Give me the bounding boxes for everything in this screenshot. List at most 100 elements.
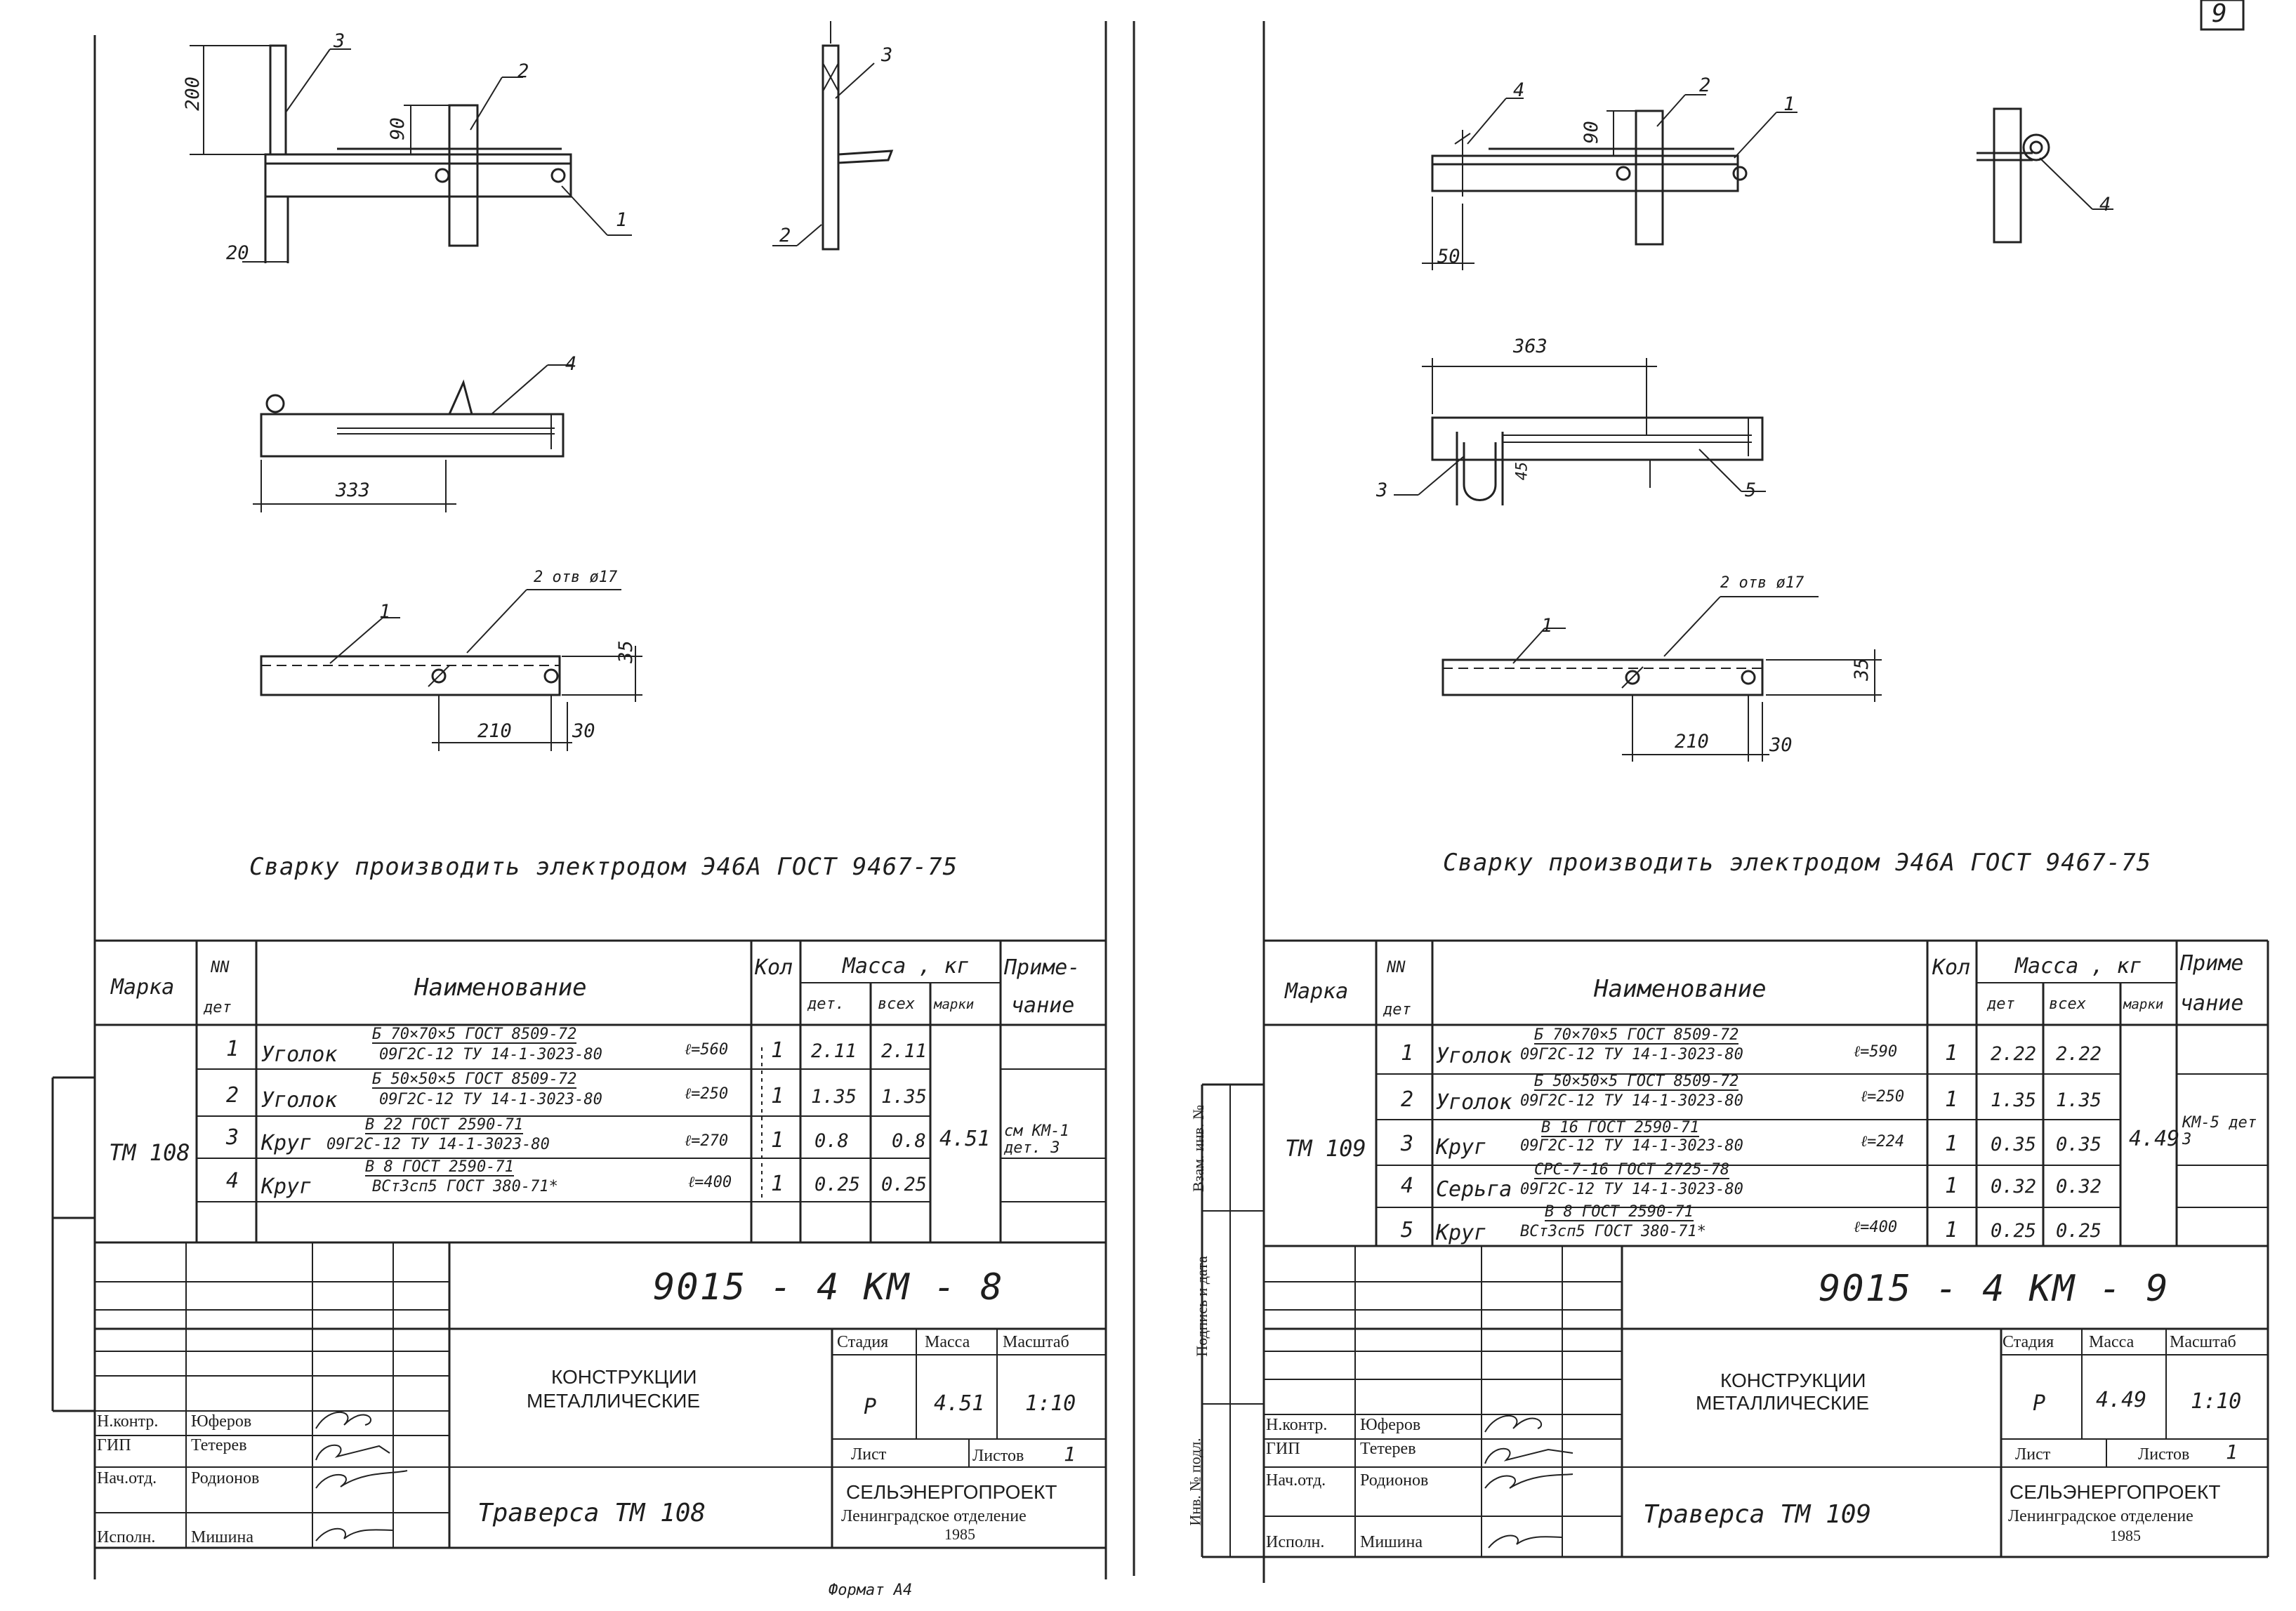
- sheet-right: [1201, 0, 2269, 1583]
- person-name: Юферов: [1360, 1416, 1421, 1434]
- row-len: ℓ=250: [685, 1085, 729, 1103]
- row-type: Уголок: [1436, 1090, 1512, 1115]
- role: Исполн.: [97, 1528, 156, 1546]
- angle-body: [260, 413, 565, 458]
- label-4-side: 4: [2099, 194, 2111, 216]
- col-note-a: Приме: [2180, 951, 2244, 976]
- row-top: В 16 ГОСТ 2590-71: [1541, 1119, 1700, 1137]
- col-name: Наименование: [1594, 975, 1767, 1003]
- title-block-left: [95, 1241, 1106, 1549]
- stage-header: Стадия: [2003, 1333, 2054, 1351]
- person-name: Родионов: [191, 1469, 260, 1487]
- row-type: Круг: [1436, 1135, 1487, 1160]
- dim-35: 35: [614, 640, 637, 663]
- row-mall: 0.35: [2056, 1134, 2102, 1155]
- row-kol: 1: [771, 1084, 784, 1108]
- row-kol: 1: [1945, 1041, 1958, 1066]
- col-mass: Масса , кг: [2015, 954, 2142, 979]
- row-bottom: 09Г2С-12 ТУ 14-1-3023-80: [379, 1091, 602, 1108]
- dim-35: 35: [1850, 658, 1873, 681]
- label-5: 5: [1745, 479, 1757, 501]
- col-nn: NN: [1387, 959, 1406, 976]
- row-type: Уголок: [1436, 1044, 1512, 1068]
- row-mdet: 0.32: [1991, 1176, 2037, 1198]
- col-nn: NN: [211, 959, 230, 976]
- row-len: ℓ=250: [1861, 1088, 1905, 1106]
- doc-title-b: МЕТАЛЛИЧЕСКИЕ: [527, 1390, 701, 1412]
- sheet-header: Лист: [2015, 1445, 2051, 1464]
- view-side-2: [1977, 107, 2113, 244]
- rod-side: [822, 44, 840, 251]
- row-nn: 5: [1401, 1218, 1414, 1242]
- doc-code: 9015 - 4 КМ - 9: [1819, 1268, 2170, 1310]
- row-top: СРС-7-16 ГОСТ 2725-78: [1534, 1161, 1730, 1179]
- person-name: Мишина: [191, 1528, 254, 1546]
- page-number-box: [2200, 0, 2245, 31]
- cell-mass-marki: 4.49: [2129, 1127, 2180, 1151]
- col-mass-marki: марки: [934, 997, 975, 1012]
- holes-note: 2 отв ø17: [534, 569, 618, 586]
- sheet-left: [51, 21, 1135, 1579]
- row-mdet: 1.35: [811, 1086, 857, 1108]
- col-note-a: Приме-: [1004, 955, 1081, 980]
- rod-part-3: [269, 44, 287, 156]
- label-3-side: 3: [881, 44, 893, 66]
- drawing-name: Траверса ТМ 109: [1643, 1500, 1872, 1529]
- label-2-side: 2: [779, 225, 791, 246]
- row-mdet: 0.8: [814, 1130, 849, 1152]
- row-nn: 2: [1401, 1087, 1414, 1112]
- doc-title-a: КОНСТРУКЦИИ: [551, 1366, 697, 1388]
- col-mass-det: дет: [1987, 995, 2015, 1013]
- person-name: Юферов: [191, 1412, 252, 1431]
- mass-header: Масса: [2089, 1333, 2135, 1351]
- sheets-header: Листов: [972, 1447, 1024, 1465]
- part-1-body: [260, 655, 561, 696]
- row-bottom: 09Г2С-12 ТУ 14-1-3023-80: [1520, 1092, 1743, 1110]
- col-det: дет: [204, 999, 232, 1016]
- angle-part-1b: [1431, 154, 1739, 192]
- row-mall: 0.8: [892, 1130, 926, 1152]
- dim-30: 30: [1769, 734, 1793, 756]
- dim-50: 50: [1437, 246, 1460, 267]
- format-note: Формат А4: [829, 1582, 913, 1599]
- doc-code: 9015 - 4 КМ - 8: [653, 1266, 1004, 1308]
- role: Н.контр.: [97, 1412, 159, 1431]
- person-name: Мишина: [1360, 1533, 1423, 1551]
- label-4: 4: [565, 353, 577, 375]
- row-kol: 1: [1945, 1174, 1958, 1198]
- label-2: 2: [517, 60, 529, 82]
- row-mall: 0.25: [2056, 1220, 2102, 1242]
- row-mdet: 0.25: [814, 1174, 861, 1195]
- row-nn: 2: [226, 1083, 239, 1108]
- row-type: Серьга: [1436, 1177, 1512, 1202]
- col-mass-det: дет.: [807, 995, 845, 1013]
- stage-value: Р: [2033, 1391, 2046, 1416]
- row-kol: 1: [771, 1038, 784, 1063]
- row-bottom: 09Г2С-12 ТУ 14-1-3023-80: [379, 1046, 602, 1063]
- dim-20: 20: [226, 242, 249, 264]
- row-top: В 8 ГОСТ 2590-71: [1545, 1203, 1694, 1221]
- col-mass-all: всех: [2049, 995, 2086, 1013]
- row-nn: 3: [1401, 1132, 1414, 1156]
- role: Нач.отд.: [97, 1469, 157, 1487]
- row-bottom: ВСт3сп5 ГОСТ 380-71*: [372, 1178, 558, 1195]
- row-top: Б 50×50×5 ГОСТ 8509-72: [372, 1070, 577, 1089]
- dim-45: 45: [1513, 461, 1531, 481]
- row-len: ℓ=590: [1854, 1043, 1898, 1061]
- org-year: 1985: [944, 1525, 975, 1543]
- mass-header: Масса: [925, 1333, 970, 1351]
- row-bottom: ВСт3сп5 ГОСТ 380-71*: [1520, 1223, 1706, 1240]
- col-marka: Марка: [1285, 979, 1349, 1004]
- stage-header: Стадия: [837, 1333, 889, 1351]
- cell-note: КМ-5 дет 3: [2182, 1114, 2257, 1149]
- shackle-part-4: [1463, 442, 1497, 501]
- row-kol: 1: [771, 1128, 784, 1153]
- org-name: СЕЛЬЭНЕРГОПРОЕКТ: [846, 1481, 1057, 1503]
- col-note-b: чание: [2180, 991, 2244, 1016]
- drawing-name: Траверса ТМ 108: [477, 1499, 706, 1527]
- row-type: Уголок: [261, 1042, 338, 1067]
- row-type: Круг: [1436, 1221, 1487, 1245]
- row-nn: 1: [1401, 1041, 1414, 1066]
- view-top-assembly: [190, 44, 632, 263]
